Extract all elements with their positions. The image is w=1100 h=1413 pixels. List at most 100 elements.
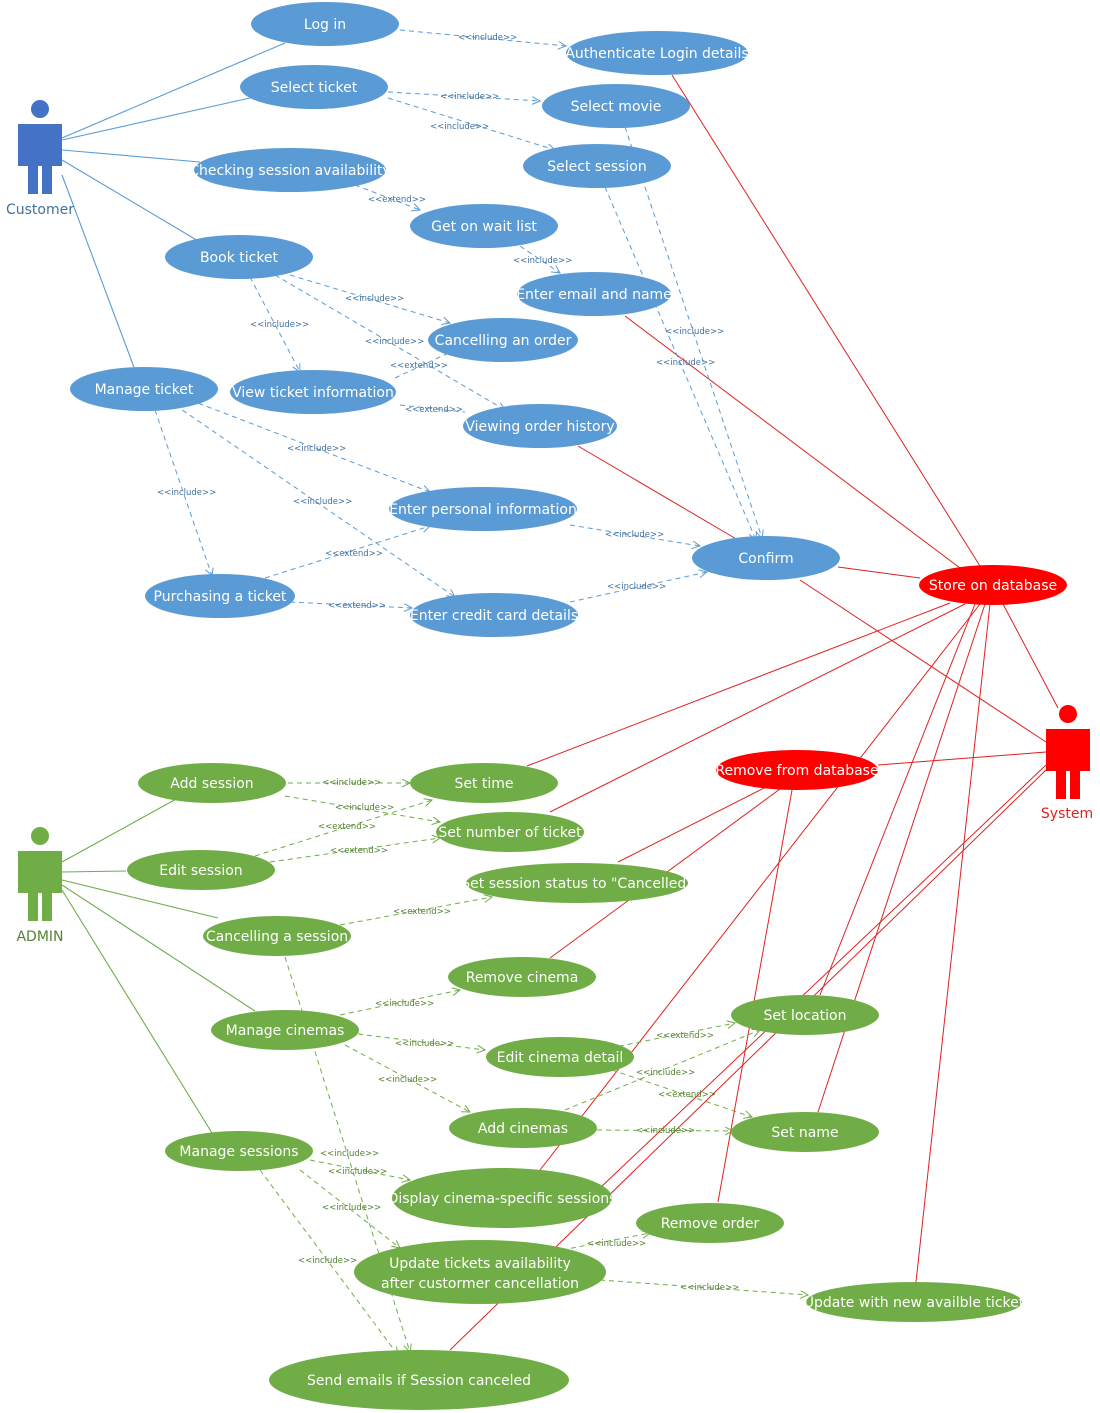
use-case-label: Manage sessions bbox=[179, 1144, 298, 1160]
rel-label: <<include>> bbox=[293, 497, 352, 507]
rel-label: <<include>> bbox=[607, 582, 666, 592]
use-case-cancelling-an-order[interactable]: Cancelling an order bbox=[428, 318, 578, 362]
rel-label: <<extend>> bbox=[330, 846, 388, 856]
use-case-log-in[interactable]: Log in bbox=[251, 2, 399, 46]
use-case-update-tickets-availability[interactable]: Update tickets availability after custor… bbox=[354, 1240, 606, 1304]
customer-actor[interactable]: Customer bbox=[6, 100, 74, 218]
use-case-set-location[interactable]: Set location bbox=[731, 995, 879, 1035]
use-case-book-ticket[interactable]: Book ticket bbox=[165, 235, 313, 279]
customer-relations bbox=[154, 29, 762, 608]
use-case-select-ticket[interactable]: Select ticket bbox=[240, 65, 388, 109]
rel-label: <<include>> bbox=[458, 33, 517, 43]
customer-actor-label: Customer bbox=[6, 202, 74, 218]
use-case-view-ticket-information[interactable]: View ticket information bbox=[230, 370, 396, 414]
admin-actor[interactable]: ADMIN bbox=[16, 827, 64, 945]
use-case-label: Select movie bbox=[571, 99, 662, 115]
use-case-cancelling-a-session[interactable]: Cancelling a session bbox=[203, 916, 351, 956]
rel-label: <<include>> bbox=[636, 1126, 695, 1136]
use-case-label: Select session bbox=[547, 159, 646, 175]
rel-label: <<include>> bbox=[335, 803, 394, 813]
admin-relation-labels: <<include>> <<include>> <<extend>> <<ext… bbox=[298, 778, 739, 1293]
use-case-edit-session[interactable]: Edit session bbox=[127, 850, 275, 890]
rel-label: <<include>> bbox=[440, 92, 499, 102]
rel-label: <<include>> bbox=[322, 778, 381, 788]
use-case-set-number-of-ticket[interactable]: Set number of ticket bbox=[436, 812, 584, 852]
rel-label: <<include>> bbox=[656, 358, 715, 368]
use-case-label: Manage ticket bbox=[95, 382, 194, 398]
use-case-set-session-status-cancelled[interactable]: Set session status to "Cancelled" bbox=[461, 863, 693, 903]
use-case-label-line-2: after custormer cancellation bbox=[381, 1276, 579, 1292]
use-case-manage-ticket[interactable]: Manage ticket bbox=[70, 367, 218, 411]
use-case-viewing-order-history[interactable]: Viewing order history bbox=[463, 404, 617, 448]
use-case-add-cinemas[interactable]: Add cinemas bbox=[449, 1108, 597, 1148]
use-case-edit-cinema-detail[interactable]: Edit cinema detail bbox=[486, 1037, 634, 1077]
use-case-update-with-new-available-ticket[interactable]: Update with new availble ticket bbox=[804, 1282, 1025, 1322]
use-case-manage-sessions[interactable]: Manage sessions bbox=[165, 1131, 313, 1171]
customer-actor-icon bbox=[18, 100, 62, 194]
rel-label: <<extend>> bbox=[658, 1090, 716, 1100]
use-case-label: Add session bbox=[170, 776, 253, 792]
use-case-remove-order[interactable]: Remove order bbox=[636, 1203, 784, 1243]
use-case-enter-email-and-name[interactable]: Enter email and name bbox=[516, 272, 672, 316]
use-case-label: Book ticket bbox=[200, 250, 279, 266]
use-case-set-time[interactable]: Set time bbox=[410, 763, 558, 803]
rel-label: <<include>> bbox=[587, 1239, 646, 1249]
use-case-confirm[interactable]: Confirm bbox=[692, 536, 840, 580]
rel-label: <<extend>> bbox=[325, 549, 383, 559]
use-case-label: Edit cinema detail bbox=[497, 1050, 624, 1066]
use-case-label: Enter credit card details bbox=[410, 608, 578, 624]
rel-label: <<include>> bbox=[395, 1039, 454, 1049]
use-case-select-session[interactable]: Select session bbox=[523, 144, 671, 188]
rel-label: <<include>> bbox=[157, 488, 216, 498]
rel-label: <<extend>> bbox=[368, 195, 426, 205]
use-case-checking-session-availability[interactable]: Checking session availability bbox=[189, 148, 391, 192]
use-case-label: Purchasing a ticket bbox=[154, 589, 287, 605]
rel-label: <<extend>> bbox=[405, 405, 463, 415]
rel-label: <<include>> bbox=[298, 1256, 357, 1266]
use-case-label: Set name bbox=[771, 1125, 838, 1141]
admin-use-cases: Add session Set time Set number of ticke… bbox=[127, 763, 1025, 1410]
use-case-label: Set number of ticket bbox=[438, 825, 582, 841]
use-case-label: Remove cinema bbox=[466, 970, 579, 986]
rel-label: <<extend>> bbox=[318, 822, 376, 832]
use-case-select-movie[interactable]: Select movie bbox=[542, 84, 690, 128]
customer-associations bbox=[61, 42, 286, 371]
use-case-remove-cinema[interactable]: Remove cinema bbox=[448, 957, 596, 997]
use-case-display-cinema-specific-sessions[interactable]: Display cinema-specific sessions bbox=[388, 1168, 617, 1228]
rel-label: <<include>> bbox=[328, 1167, 387, 1177]
rel-label: <<include>> bbox=[430, 122, 489, 132]
rel-label: <<include>> bbox=[250, 320, 309, 330]
use-case-manage-cinemas[interactable]: Manage cinemas bbox=[211, 1010, 359, 1050]
use-case-get-on-wait-list[interactable]: Get on wait list bbox=[410, 204, 558, 248]
rel-label: <<extend>> bbox=[390, 361, 448, 371]
use-case-label: Add cinemas bbox=[478, 1121, 568, 1137]
rel-label: <<include>> bbox=[680, 1283, 739, 1293]
use-case-set-name[interactable]: Set name bbox=[731, 1112, 879, 1152]
system-associations bbox=[449, 74, 1059, 1351]
use-case-label: Set time bbox=[454, 776, 513, 792]
use-case-send-emails-if-session-canceled[interactable]: Send emails if Session canceled bbox=[269, 1350, 569, 1410]
use-case-enter-personal-information[interactable]: Enter personal information bbox=[389, 487, 577, 531]
system-actor-label: System bbox=[1041, 806, 1093, 822]
system-actor[interactable]: System bbox=[1041, 705, 1093, 822]
rel-label: <<include>> bbox=[322, 1203, 381, 1213]
customer-relation-labels: <<include>> <<include>> <<include>> <<ex… bbox=[157, 33, 724, 611]
use-case-label-line-1: Update tickets availability bbox=[389, 1256, 571, 1272]
use-case-label: Cancelling a session bbox=[206, 929, 348, 945]
use-case-add-session[interactable]: Add session bbox=[138, 763, 286, 803]
use-case-purchasing-a-ticket[interactable]: Purchasing a ticket bbox=[145, 574, 295, 618]
rel-label: <<include>> bbox=[513, 256, 572, 266]
use-case-label: Cancelling an order bbox=[435, 333, 572, 349]
use-case-label: Set location bbox=[764, 1008, 847, 1024]
admin-actor-label: ADMIN bbox=[16, 929, 63, 945]
use-case-label: Authenticate Login details bbox=[565, 46, 748, 62]
rel-label: <<include>> bbox=[636, 1068, 695, 1078]
use-case-authenticate-login-details[interactable]: Authenticate Login details bbox=[565, 31, 749, 75]
use-case-label: Remove order bbox=[661, 1216, 760, 1232]
use-case-store-on-database[interactable]: Store on database bbox=[919, 565, 1067, 605]
rel-label: <<extend>> bbox=[328, 601, 386, 611]
use-case-enter-credit-card-details[interactable]: Enter credit card details bbox=[410, 593, 578, 637]
use-case-remove-from-database[interactable]: Remove from database bbox=[715, 750, 879, 790]
use-case-label: Confirm bbox=[738, 551, 793, 567]
rel-label: <<include>> bbox=[375, 999, 434, 1009]
